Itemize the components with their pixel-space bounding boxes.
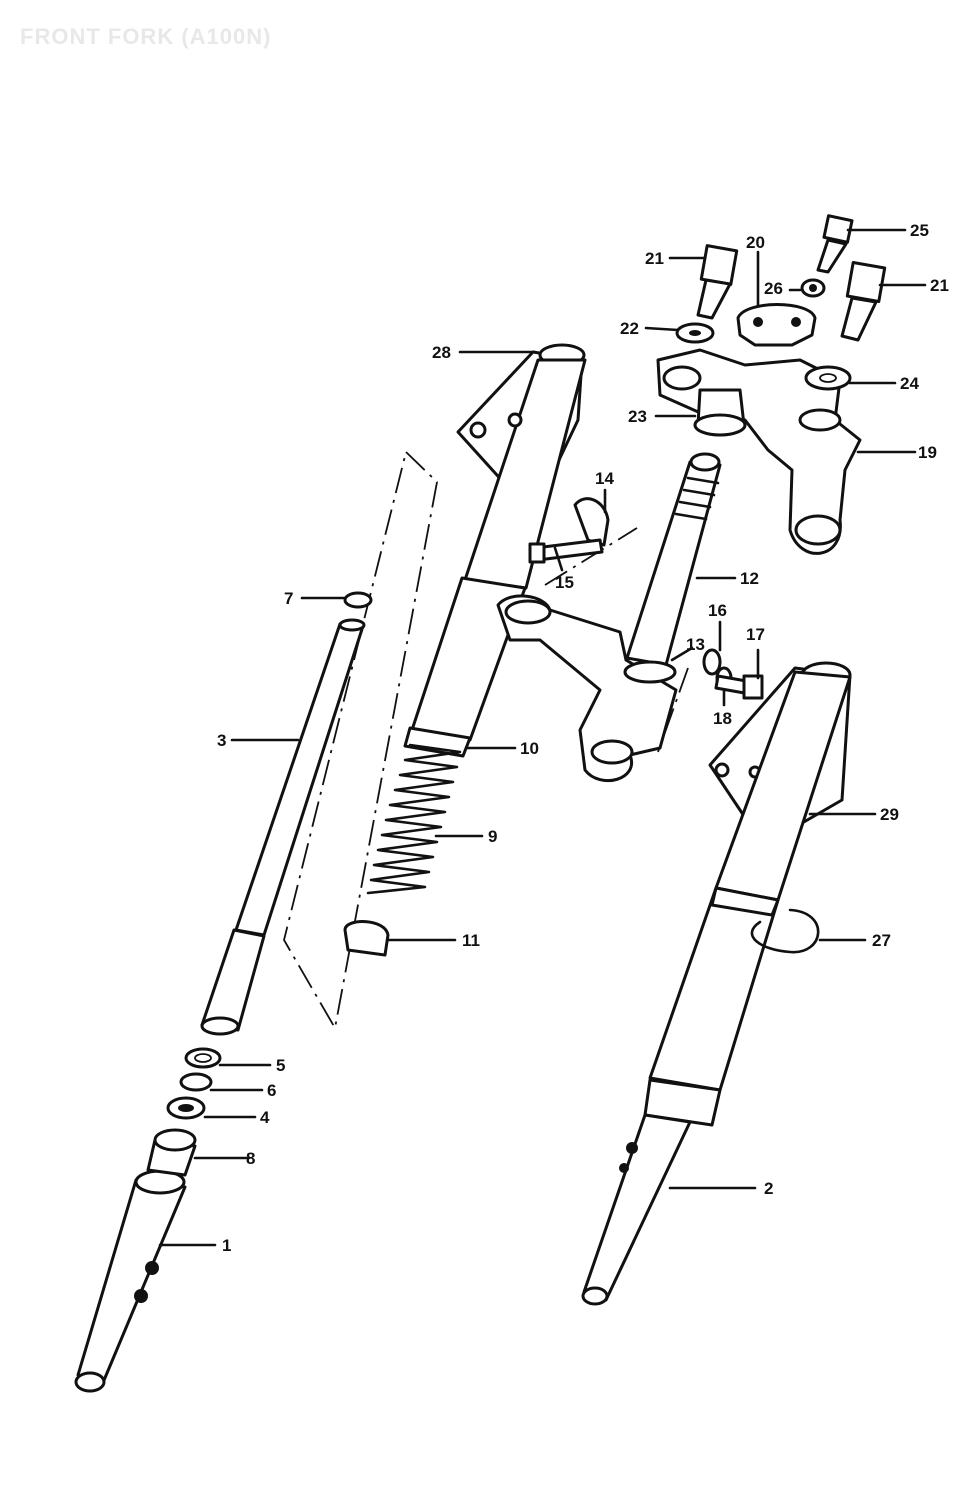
callout-21b: 21	[930, 276, 949, 295]
part-29-inner-tube-right	[648, 661, 852, 1092]
callout-labels: 1 2 3 4 5 6 7 8 9 10 11 12 13 14 15 16 1…	[217, 221, 949, 1255]
part-21-bolt-right	[840, 260, 887, 342]
callout-18: 18	[713, 709, 732, 728]
callout-29: 29	[880, 805, 899, 824]
part-25-bolt	[816, 214, 854, 274]
diagram-title: FRONT FORK (A100N)	[20, 24, 272, 49]
part-11-cap	[343, 920, 390, 957]
part-14-clamp-nut	[573, 497, 610, 547]
callout-28: 28	[432, 343, 451, 362]
part-22-washer	[675, 322, 715, 344]
callout-20: 20	[746, 233, 765, 252]
part-20-handlebar-clamp	[736, 303, 817, 347]
callout-26: 26	[764, 279, 783, 298]
part-9-spring	[366, 743, 462, 895]
callout-7: 7	[284, 589, 293, 608]
part-3-damper-rod	[200, 618, 366, 1036]
callout-11: 11	[462, 931, 480, 950]
callout-3: 3	[217, 731, 226, 750]
callout-15: 15	[555, 573, 574, 592]
assembly-guide-lines	[283, 451, 689, 1031]
callout-14: 14	[595, 469, 614, 488]
callout-19: 19	[918, 443, 937, 462]
callout-25: 25	[910, 221, 929, 240]
callout-17: 17	[746, 625, 765, 644]
part-5-seal	[184, 1047, 222, 1069]
callout-9: 9	[488, 827, 497, 846]
leader-lines	[158, 228, 927, 1247]
part-10-boot-ring	[403, 726, 472, 758]
part-4-washer	[166, 1096, 206, 1120]
callout-24: 24	[900, 374, 919, 393]
callout-6: 6	[267, 1081, 276, 1100]
callout-23: 23	[628, 407, 647, 426]
part-13-lower-bracket	[496, 594, 678, 783]
part-16-washer	[702, 648, 722, 676]
callout-8: 8	[246, 1149, 255, 1168]
part-28-inner-tube-left	[410, 343, 587, 742]
part-12-steering-stem	[625, 452, 722, 667]
part-6-ring	[179, 1072, 213, 1092]
callout-27: 27	[872, 931, 891, 950]
callout-22: 22	[620, 319, 639, 338]
part-1-outer-tube	[74, 1169, 187, 1393]
callout-12: 12	[740, 569, 759, 588]
callout-13: 13	[686, 635, 705, 654]
callout-21a: 21	[645, 249, 664, 268]
part-21-bolt-left	[696, 244, 739, 320]
part-8-collar	[146, 1128, 197, 1177]
part-27-circlip	[750, 908, 820, 954]
part-23-stem-nut	[693, 388, 747, 437]
callout-1: 1	[222, 1236, 231, 1255]
part-2-outer-tube-right	[581, 1078, 722, 1306]
callout-10: 10	[520, 739, 539, 758]
part-7-ring	[343, 591, 373, 609]
callout-4: 4	[260, 1108, 270, 1127]
callout-2: 2	[764, 1179, 773, 1198]
callout-16: 16	[708, 601, 727, 620]
part-24-washer	[804, 365, 852, 391]
part-26-nut	[800, 278, 826, 298]
callout-5: 5	[276, 1056, 285, 1075]
part-15-pinch-bolt	[528, 538, 604, 564]
